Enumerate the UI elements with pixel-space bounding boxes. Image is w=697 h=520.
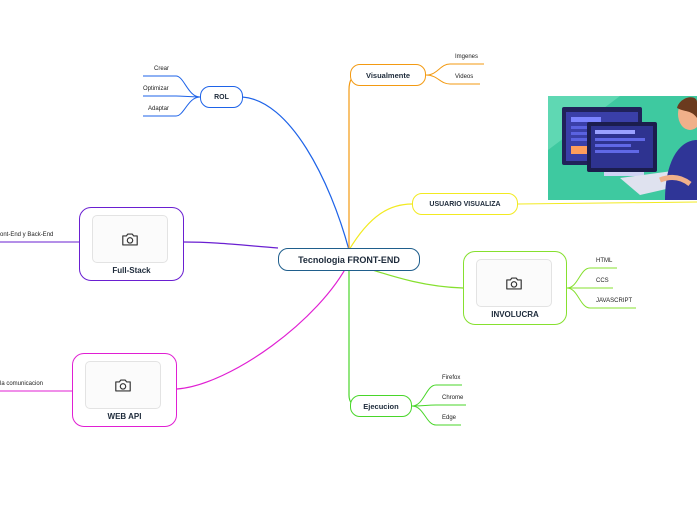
connector-rol-adaptar xyxy=(143,96,201,117)
connector-ejecucion-chrome xyxy=(411,404,466,407)
topic-visualmente[interactable]: Visualmente xyxy=(350,64,426,86)
leaf-edge[interactable]: Edge xyxy=(442,415,457,421)
leaf-imgenes[interactable]: Imgenes xyxy=(455,54,479,60)
camera-icon xyxy=(122,233,138,245)
connector-fullstack xyxy=(183,241,279,249)
camera-icon xyxy=(115,379,131,391)
leaf-firefox[interactable]: Firefox xyxy=(442,375,461,381)
involucra-image-placeholder xyxy=(476,259,552,307)
topic-rol-label: ROL xyxy=(214,93,229,101)
leaf-html[interactable]: HTML xyxy=(596,258,613,264)
topic-ejecucion-label: Ejecucion xyxy=(363,401,399,411)
topic-visualmente-label: Visualmente xyxy=(365,70,411,80)
central-topic[interactable]: Tecnologia FRONT-END xyxy=(278,248,420,271)
connector-rol xyxy=(241,96,350,251)
topic-fullstack[interactable]: Full-Stack xyxy=(79,207,184,281)
fullstack-image-placeholder xyxy=(92,215,168,263)
leaf-comunicacion[interactable]: la comunicacion xyxy=(0,381,44,387)
connector-rol-optimizar xyxy=(143,95,201,98)
leaf-chrome[interactable]: Chrome xyxy=(442,395,464,401)
connector-rol-crear xyxy=(143,75,201,98)
connector-visualmente xyxy=(348,74,361,250)
topic-webapi-label: WEB API xyxy=(107,412,142,421)
connector-involucra-js xyxy=(566,287,636,309)
connector-visualmente-imgenes xyxy=(425,63,484,76)
connector-ejecucion xyxy=(348,262,361,407)
leaf-javascript[interactable]: JAVASCRIPT xyxy=(596,298,633,304)
topic-involucra[interactable]: INVOLUCRA xyxy=(463,251,567,325)
topic-involucra-label: INVOLUCRA xyxy=(491,310,539,319)
leaf-ccs[interactable]: CCS xyxy=(596,278,609,284)
connector-webapi xyxy=(176,261,350,390)
leaf-videos[interactable]: Videos xyxy=(455,74,474,80)
webapi-image-placeholder xyxy=(85,361,161,409)
leaf-crear[interactable]: Crear xyxy=(154,66,170,72)
central-topic-label: Tecnologia FRONT-END xyxy=(298,254,400,265)
connector-usuario xyxy=(348,203,413,251)
connector-ejecucion-firefox xyxy=(411,384,462,407)
camera-icon xyxy=(506,277,522,289)
leaf-adaptar[interactable]: Adaptar xyxy=(148,106,170,112)
topic-rol[interactable]: ROL xyxy=(200,86,243,108)
topic-usuario-visualiza-label: USUARIO VISUALIZA xyxy=(429,200,501,208)
leaf-optimizar[interactable]: Optimizar xyxy=(143,86,169,92)
leaf-front-back-end[interactable]: ont-End y Back-End xyxy=(0,232,54,238)
connector-ejecucion-edge xyxy=(411,405,461,426)
topic-usuario-visualiza[interactable]: USUARIO VISUALIZA xyxy=(412,193,518,215)
topic-fullstack-label: Full-Stack xyxy=(112,266,151,275)
connector-usuario-image xyxy=(517,201,697,205)
connector-visualmente-videos xyxy=(425,74,480,85)
developer-illustration xyxy=(548,96,697,200)
topic-ejecucion[interactable]: Ejecucion xyxy=(350,395,412,417)
connector-involucra-html xyxy=(566,267,617,289)
topic-webapi[interactable]: WEB API xyxy=(72,353,177,427)
